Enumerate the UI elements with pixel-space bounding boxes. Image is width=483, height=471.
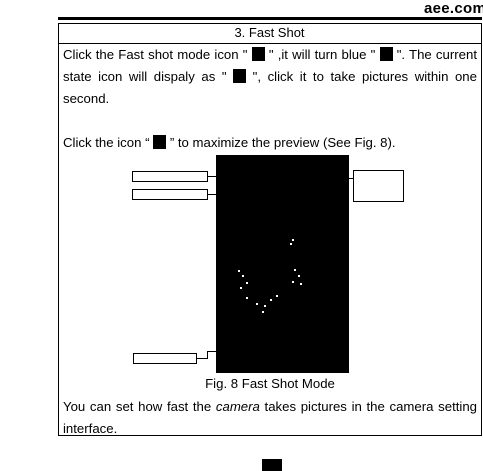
para3-text-em: camera (215, 399, 260, 414)
section-title: 3. Fast Shot (234, 25, 305, 40)
callout-label-box-2 (132, 189, 208, 200)
blue-fast-shot-icon (379, 47, 393, 61)
callout-leader-4c (207, 351, 216, 352)
para3-text-a: You can set how fast the (63, 399, 216, 414)
paragraph-fast-shot-intro: Click the Fast shot mode icon " " ,it wi… (63, 44, 477, 110)
para1-text-b: " ,it will turn blue " (264, 47, 380, 62)
para1-text-a: Click the Fast shot mode icon " (63, 47, 252, 62)
callout-leader-4b (207, 351, 208, 359)
para1-text-d: ", click it to take pictures within one … (63, 69, 477, 106)
callout-label-box-4 (133, 353, 197, 364)
para2-text-a: Click the icon “ (63, 135, 154, 150)
callout-label-box-1 (132, 171, 208, 182)
current-state-icon (233, 69, 247, 83)
para3-text-b: takes pictures in the camera setting int… (63, 399, 477, 436)
paragraph-camera-setting: You can set how fast the camera takes pi… (63, 396, 477, 440)
header-rule (58, 17, 482, 20)
callout-leader-1 (208, 176, 216, 177)
callout-label-box-3 (353, 170, 404, 202)
brand-logo: aee.com (424, 0, 483, 17)
callout-leader-4a (197, 358, 207, 359)
content-frame (58, 23, 482, 436)
para1-text-c: ". The current state icon will dispaly a… (63, 47, 477, 84)
fast-shot-preview-image (216, 155, 349, 373)
fast-shot-mode-icon (251, 47, 265, 61)
callout-leader-2 (208, 194, 216, 195)
callout-leader-3 (344, 178, 354, 179)
figure-caption: Fig. 8 Fast Shot Mode (205, 376, 335, 391)
page-number-box (262, 459, 282, 471)
maximize-preview-icon (153, 135, 167, 149)
para2-text-b: ” to maximize the preview (See Fig. 8). (166, 135, 396, 150)
paragraph-maximize-preview: Click the icon “ ” to maximize the previ… (63, 132, 477, 154)
section-title-row: 3. Fast Shot (58, 23, 481, 44)
